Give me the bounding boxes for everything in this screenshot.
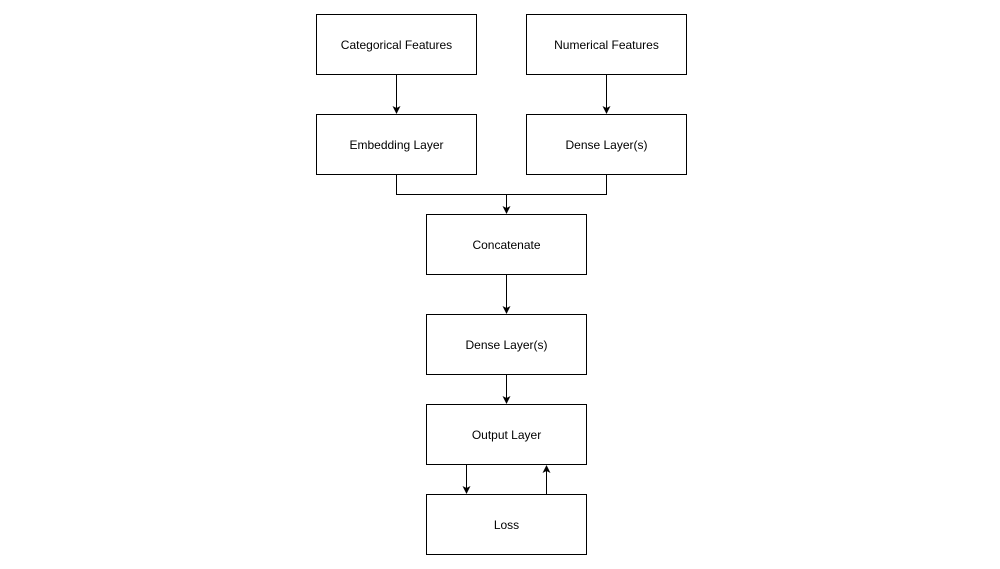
node-label: Categorical Features bbox=[340, 37, 453, 52]
node-label: Numerical Features bbox=[554, 37, 659, 52]
node-label: Dense Layer(s) bbox=[565, 137, 648, 152]
node-dense-layers-top: Dense Layer(s) bbox=[526, 114, 687, 175]
node-label: Embedding Layer bbox=[349, 137, 444, 152]
node-label: Concatenate bbox=[472, 237, 541, 252]
node-embedding-layer: Embedding Layer bbox=[316, 114, 477, 175]
edge-dense-to-concatenate bbox=[506, 175, 607, 195]
node-label: Loss bbox=[493, 517, 520, 532]
edge-embedding-to-concatenate bbox=[396, 175, 511, 214]
node-concatenate: Concatenate bbox=[426, 214, 587, 275]
node-label: Output Layer bbox=[471, 427, 542, 442]
node-categorical-features: Categorical Features bbox=[316, 14, 477, 75]
node-numerical-features: Numerical Features bbox=[526, 14, 687, 75]
node-loss: Loss bbox=[426, 494, 587, 555]
node-label: Dense Layer(s) bbox=[465, 337, 548, 352]
node-output-layer: Output Layer bbox=[426, 404, 587, 465]
node-dense-layers-mid: Dense Layer(s) bbox=[426, 314, 587, 375]
